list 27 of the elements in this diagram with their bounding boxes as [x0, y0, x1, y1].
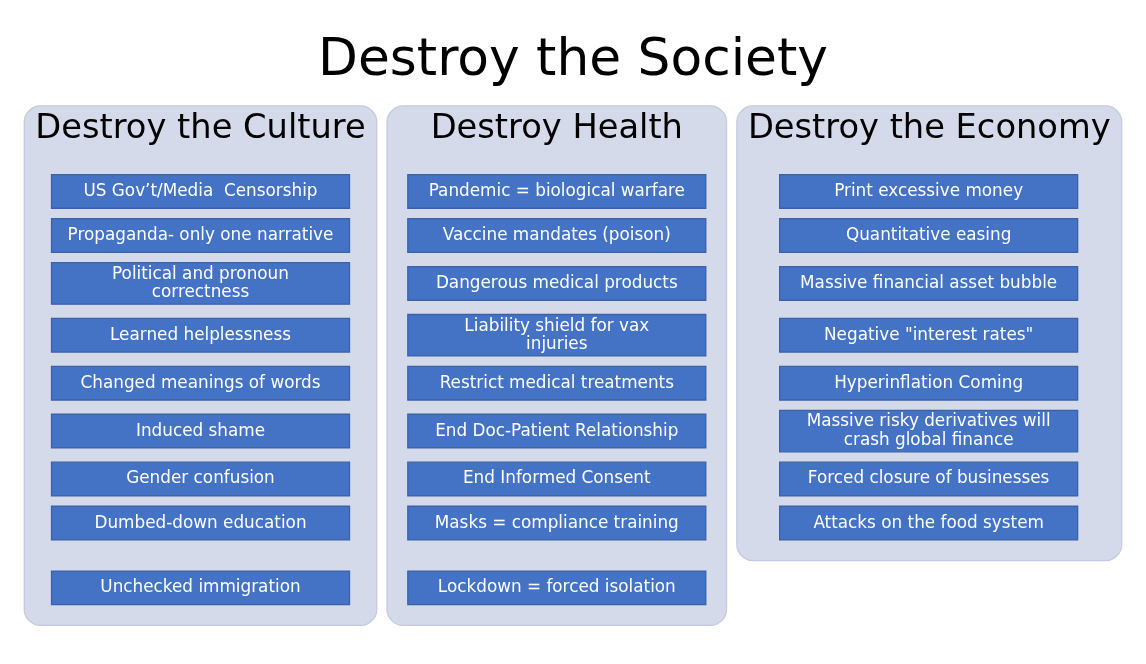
- node-box: Masks = compliance training: [407, 505, 707, 541]
- node-box: Changed meanings of words: [50, 365, 351, 401]
- node-box: Forced closure of businesses: [779, 461, 1079, 497]
- node-box: Attacks on the food system: [779, 505, 1079, 541]
- node-box: US Gov’t/Media Censorship: [50, 173, 351, 209]
- node-box: Learned helplessness: [50, 317, 351, 353]
- node-box: End Informed Consent: [407, 461, 707, 497]
- node-box: Negative "interest rates": [779, 317, 1079, 353]
- node-box: Political and pronoun correctness: [50, 262, 351, 305]
- node-box: Lockdown = forced isolation: [407, 570, 707, 606]
- node-box: Gender confusion: [50, 461, 351, 497]
- node-box: Vaccine mandates (poison): [407, 218, 707, 253]
- node-box: End Doc-Patient Relationship: [407, 413, 707, 449]
- node-box: Massive risky derivatives will crash global finance: [779, 409, 1079, 453]
- node-box: Restrict medical treatments: [407, 365, 707, 401]
- node-box: Induced shame: [50, 413, 351, 449]
- node-box: Quantitative easing: [779, 218, 1079, 253]
- node-box: Massive financial asset bubble: [779, 265, 1079, 301]
- node-box: Propaganda- only one narrative: [50, 218, 351, 253]
- node-box: Dumbed-down education: [50, 505, 351, 541]
- node-box: Print excessive money: [779, 173, 1079, 209]
- node-box: Pandemic = biological warfare: [407, 173, 707, 209]
- node-box: Dangerous medical products: [407, 265, 707, 301]
- node-box: Hyperinflation Coming: [779, 365, 1079, 401]
- node-box: Unchecked immigration: [50, 570, 351, 606]
- diagram-title: Destroy the Society: [318, 26, 828, 87]
- node-box: Liability shield for vax injuries: [407, 313, 707, 357]
